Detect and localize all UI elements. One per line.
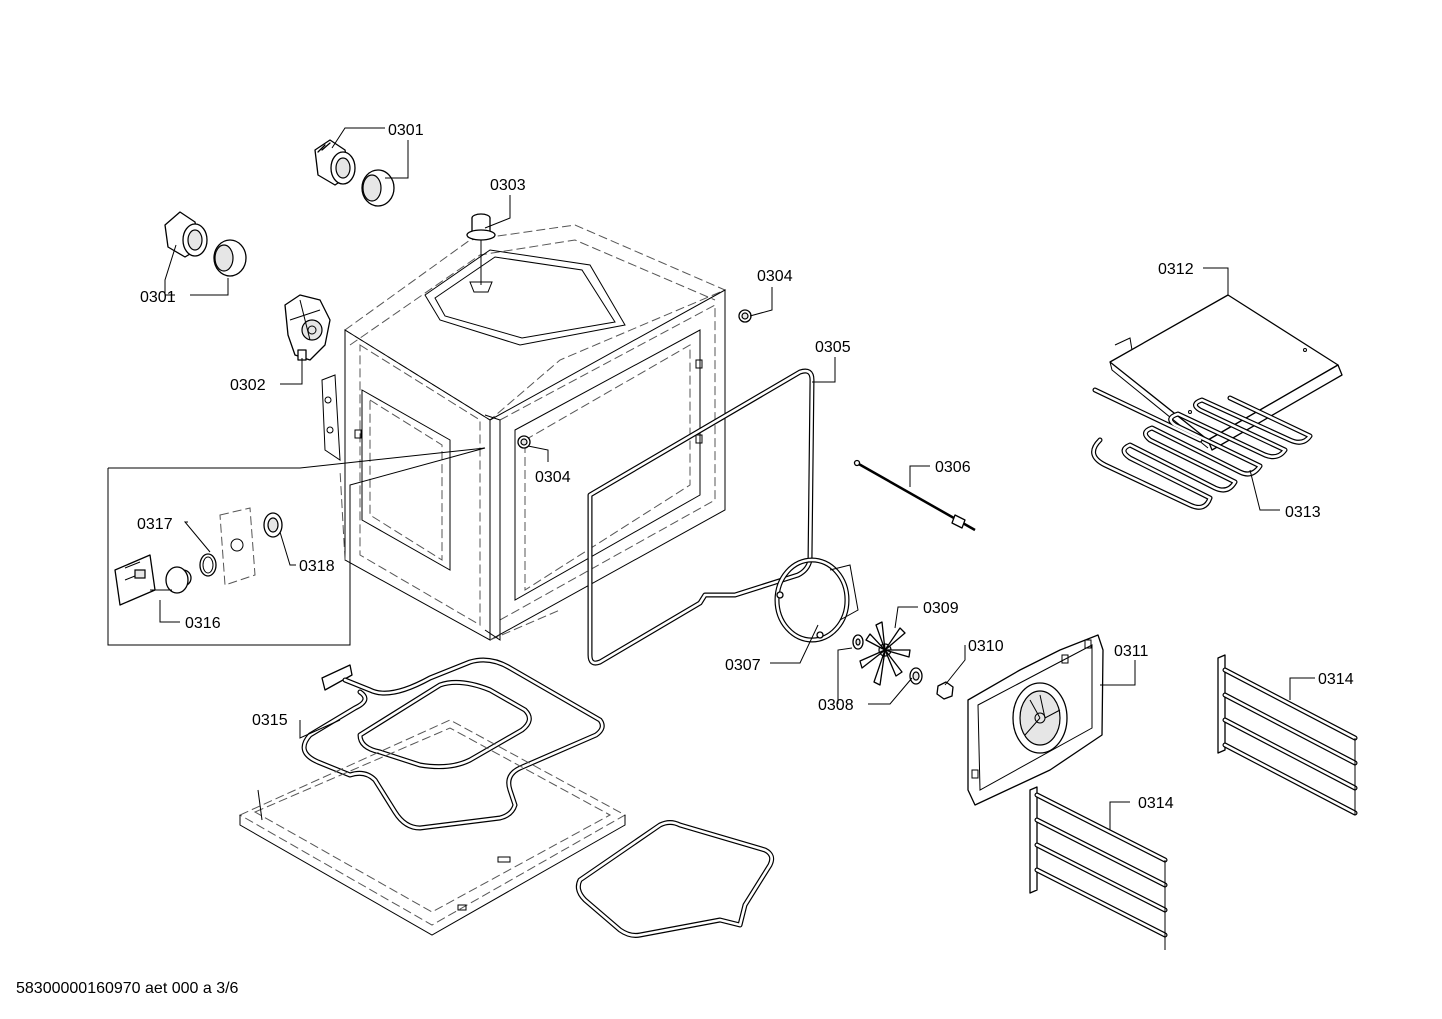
detail-inset: [107, 447, 486, 646]
callout-0301-left: 0301: [140, 289, 176, 306]
nut-0304-lower: [517, 435, 531, 449]
callout-0314-right: 0314: [1318, 671, 1354, 688]
lamp-cover-left: [213, 239, 247, 277]
shelf-0312: [1109, 294, 1343, 451]
callout-0316: 0316: [185, 615, 221, 632]
callout-0304-upper: 0304: [757, 268, 793, 285]
callout-0301-top: 0301: [388, 122, 424, 139]
callout-0304-lower: 0304: [535, 469, 571, 486]
bottom-seal: [575, 820, 775, 938]
washer-0308: [852, 634, 923, 685]
callout-labels: 0301 0301 0302 0303 0304 0304 0305 0306 …: [137, 122, 1354, 812]
motor-0302: [284, 294, 331, 361]
callout-0306: 0306: [935, 459, 971, 476]
callout-0302: 0302: [230, 377, 266, 394]
probe-0306: [853, 459, 976, 532]
callout-0317: 0317: [137, 516, 173, 533]
callout-0309: 0309: [923, 600, 959, 617]
shelf-support-0314-left: [1029, 786, 1168, 950]
callout-0308: 0308: [818, 697, 854, 714]
grill-element-0313: [1091, 387, 1313, 510]
nut-0304-upper: [738, 309, 752, 323]
callout-0314-left: 0314: [1138, 795, 1174, 812]
callout-0315: 0315: [252, 712, 288, 729]
callout-0318: 0318: [299, 558, 335, 575]
lamp-holder-top: [314, 139, 356, 186]
bottom-element-0315: [301, 657, 605, 831]
callout-0310: 0310: [968, 638, 1004, 655]
lamp-cover-top: [361, 169, 395, 207]
bottom-panel: [238, 719, 627, 936]
oven-cavity: [321, 224, 727, 641]
fan-ring-0307: [774, 557, 859, 643]
document-code: 58300000160970 aet 000 a 3/6: [16, 980, 239, 997]
callout-0305: 0305: [815, 339, 851, 356]
lamp-holder-left: [164, 211, 208, 258]
fan-impeller-0309: [859, 621, 911, 686]
callout-0313: 0313: [1285, 504, 1321, 521]
callout-0312: 0312: [1158, 261, 1194, 278]
nut-0310: [936, 681, 954, 700]
callout-0307: 0307: [725, 657, 761, 674]
callout-0311: 0311: [1114, 643, 1149, 660]
door-seal-0305: [587, 368, 815, 666]
leader-lines: [159, 127, 1315, 830]
callout-0303: 0303: [490, 177, 526, 194]
shelf-support-0314-right: [1217, 654, 1358, 816]
fan-cover-0311: [967, 634, 1104, 806]
